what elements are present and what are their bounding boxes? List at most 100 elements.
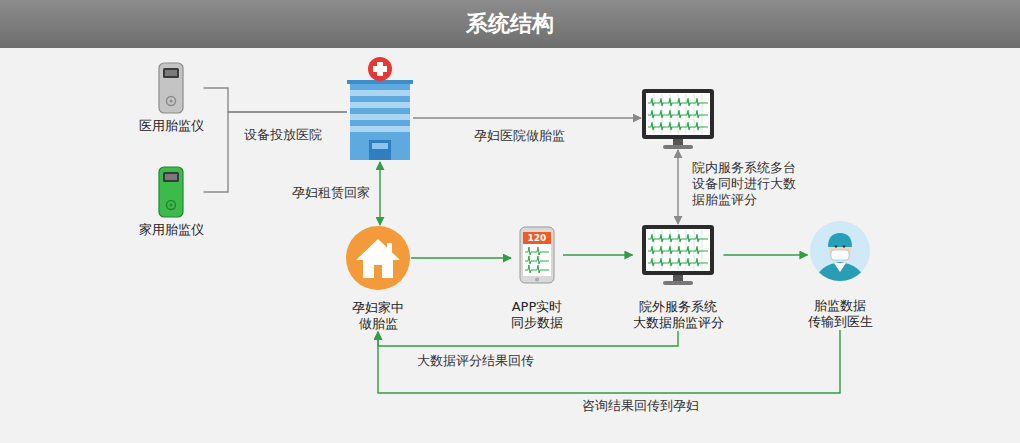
icon-wrap: 120 (519, 226, 555, 284)
icon-wrap (158, 166, 184, 218)
device-screen (163, 172, 179, 182)
ecg-trace (525, 256, 549, 264)
cap (828, 233, 852, 247)
edge-label: 咨询结果回传到孕妇 (580, 398, 701, 414)
house-door (374, 265, 382, 278)
edge-label: 设备投放医院 (242, 127, 324, 143)
device-body (159, 63, 183, 113)
node-caption: 医用胎监仪 (139, 118, 204, 134)
grid-line (694, 94, 695, 134)
device-body (159, 167, 183, 217)
node-caption: 胎监数据 传输到医生 (808, 298, 873, 330)
connector (413, 117, 641, 118)
icon-node: 院外服务系统 大数据胎监评分 (633, 224, 724, 331)
edge-label: 孕妇租赁回家 (290, 185, 372, 201)
grid-line (702, 230, 703, 270)
window-band (350, 114, 410, 120)
building (350, 82, 410, 160)
connector (204, 112, 348, 192)
phone-body (520, 227, 554, 283)
ecg-trace (648, 110, 708, 118)
node-icon (347, 56, 413, 162)
title-band: 系统结构 (0, 0, 1020, 48)
eye (835, 245, 837, 247)
icon-node: 孕妇家中 做胎监 (345, 225, 411, 332)
ecg-trace (525, 247, 549, 255)
window-band (350, 126, 410, 132)
node-caption: 家用胎监仪 (139, 222, 204, 238)
node-caption: APP实时 同步数据 (511, 299, 563, 331)
device-knob-dot (170, 204, 173, 207)
node-icon (158, 62, 184, 114)
title-text: 系统结构 (0, 0, 1020, 48)
device-screen (163, 68, 179, 78)
monitor-screen (646, 93, 710, 135)
edge-label: 大数据评分结果回传 (415, 353, 536, 369)
icon-node (347, 56, 413, 162)
icon-wrap (345, 225, 411, 291)
device-knob-dot (170, 100, 173, 103)
device-lcd (165, 174, 177, 180)
connector (204, 88, 348, 112)
edge-label: 孕妇医院做胎监 (472, 128, 567, 144)
connector (379, 162, 380, 225)
connector (411, 257, 511, 258)
door-pane (372, 143, 388, 149)
home-badge (346, 226, 410, 290)
icon-wrap (347, 56, 413, 162)
icon-wrap (641, 88, 715, 150)
grid-line (686, 230, 687, 270)
connector (378, 330, 840, 393)
screen-number: 120 (523, 232, 551, 244)
edge-label: 院内服务系统多台 设备同时进行大数 据胎监评分 (690, 160, 798, 208)
monitor-neck (673, 275, 683, 281)
node-icon (158, 166, 184, 218)
connector (378, 331, 678, 346)
eye (843, 245, 845, 247)
icon-wrap (641, 224, 715, 286)
device-knob (167, 201, 176, 210)
node-icon (345, 225, 411, 291)
connector (724, 254, 808, 255)
node-icon (641, 224, 715, 286)
grid-line (686, 94, 687, 134)
connector (563, 254, 633, 255)
ecg-trace (648, 122, 708, 130)
node-caption: 孕妇家中 做胎监 (352, 300, 404, 332)
monitor-frame (642, 89, 714, 139)
device-lcd (165, 70, 177, 76)
device-knob (167, 97, 176, 106)
monitor-screen (646, 229, 710, 271)
window-band (350, 90, 410, 96)
node-icon (641, 88, 715, 150)
icon-wrap (158, 62, 184, 114)
grid-line (694, 230, 695, 270)
house-body (363, 258, 393, 278)
icon-node: 家用胎监仪 (139, 166, 204, 238)
ecg-trace (648, 258, 708, 266)
ecg-trace (648, 98, 708, 106)
icon-wrap (809, 220, 871, 282)
mask (831, 250, 849, 260)
icon-node: 医用胎监仪 (139, 62, 204, 134)
icon-node (641, 88, 715, 150)
ecg-trace (648, 234, 708, 242)
icon-node: 120APP实时 同步数据 (511, 226, 563, 331)
door (369, 140, 391, 160)
phone-screen (523, 232, 551, 276)
home-button (535, 278, 539, 282)
roof (356, 239, 400, 260)
node-caption: 院外服务系统 大数据胎监评分 (633, 299, 724, 331)
monitor-frame (642, 225, 714, 275)
doctor-badge (810, 221, 870, 281)
grid-line (702, 94, 703, 134)
phone-header (523, 232, 551, 244)
red-cross-badge (368, 57, 392, 81)
cross (373, 66, 387, 72)
connector (677, 150, 678, 224)
node-icon (809, 220, 871, 282)
monitor-neck (673, 139, 683, 145)
ecg-trace (525, 265, 549, 273)
